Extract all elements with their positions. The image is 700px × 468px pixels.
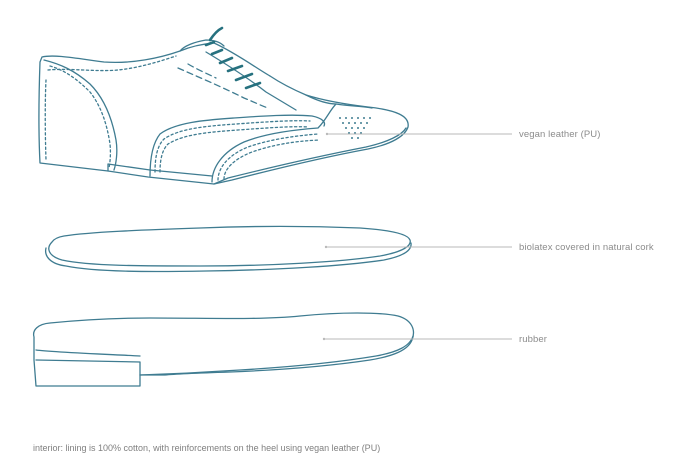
brogue-perforations [339,117,371,139]
lace-4 [226,64,244,73]
outsole-outline [32,312,415,387]
leader-dot-outsole [322,337,326,341]
back-stitch [44,79,47,161]
lining-line [177,67,269,109]
lace-2 [210,48,224,56]
heel-block [35,359,141,376]
leader-lines [324,133,512,340]
heel-counter [43,59,118,171]
wingtip [211,103,337,183]
lace-3 [218,56,234,65]
heel-counter-stitch [49,65,112,169]
lace-5 [234,72,254,82]
lace-6 [244,81,262,90]
shoe-upper-illustration [38,39,409,185]
tongue [179,39,225,52]
toe-cap [305,94,373,109]
leader-dot-upper [325,132,329,136]
insole-edge [44,242,412,273]
leader-dot-insole [324,245,328,249]
quarter-panel [149,114,326,177]
label-upper-material: vegan leather (PU) [519,129,601,140]
insole-illustration [44,225,412,273]
wingtip-stitch-2 [223,139,321,180]
laces [204,26,262,90]
label-insole-material: biolatex covered in natural cork [519,242,654,253]
label-outsole-material: rubber [519,334,548,345]
quarter-stitch-2 [159,126,309,173]
leader-dots [322,132,329,341]
quarter-stitch [154,120,311,173]
interior-footnote: interior: lining is 100% cotton, with re… [33,443,381,453]
insole-top [48,225,411,267]
lace-tail [208,26,224,42]
lining-line-2 [187,63,217,79]
lace-1 [204,40,216,47]
outsole-illustration [32,312,415,387]
outsole-edge [35,335,414,376]
collar-stitch [47,55,177,72]
wingtip-stitch [217,133,319,181]
upper-welt [107,127,407,185]
upper-outline [38,42,409,185]
